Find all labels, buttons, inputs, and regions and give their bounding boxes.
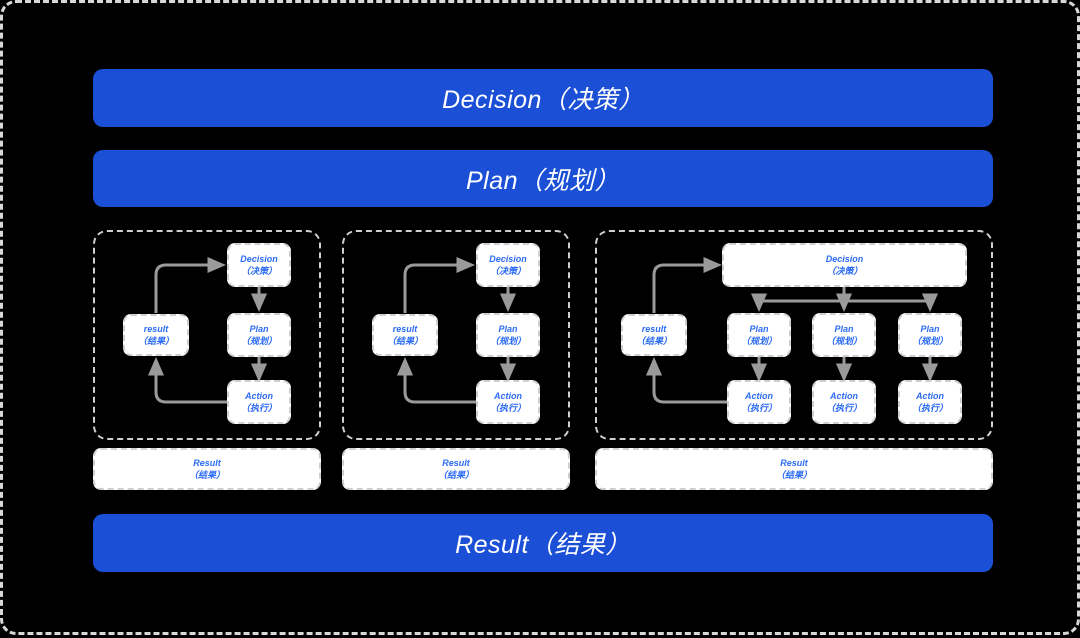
cluster-3-plan-2-en: Plan [834, 324, 854, 334]
footer-bar-result-label: Result（结果） [455, 531, 631, 559]
cluster-3-action-3-en: Action [916, 391, 944, 401]
cluster-panel-2[interactable] [342, 230, 570, 440]
cluster-2-node-plan[interactable]: Plan （规划） [476, 313, 540, 357]
cluster-2-decision-en: Decision [489, 254, 527, 264]
cluster-2-node-result[interactable]: result （结果） [372, 314, 438, 356]
cluster-1-action-en: Action [245, 391, 273, 401]
cluster-1-action-zh: （执行） [240, 403, 277, 413]
cluster-2-plan-en: Plan [498, 324, 518, 334]
cluster-3-node-plan-2[interactable]: Plan （规划） [812, 313, 876, 357]
cluster-3-node-result[interactable]: result （结果） [621, 314, 687, 356]
cluster-2-result-strip[interactable]: Result （结果） [342, 448, 570, 490]
cluster-1-decision-en: Decision [240, 254, 278, 264]
header-bar-plan[interactable]: Plan（规划） [93, 150, 993, 207]
cluster-3-action-1-zh: （执行） [740, 403, 777, 413]
cluster-3-result-strip-zh: （结果） [775, 470, 812, 480]
footer-bar-result[interactable]: Result（结果） [93, 514, 993, 572]
header-bar-decision-label: Decision（决策） [442, 86, 644, 114]
cluster-3-result-strip-en: Result [780, 458, 808, 468]
cluster-1-result-zh: （结果） [137, 336, 174, 346]
cluster-3-node-plan-3[interactable]: Plan （规划） [898, 313, 962, 357]
cluster-3-node-action-3[interactable]: Action （执行） [898, 380, 962, 424]
cluster-3-action-3-zh: （执行） [911, 403, 948, 413]
cluster-1-node-action[interactable]: Action （执行） [227, 380, 291, 424]
cluster-2-result-en: result [392, 324, 418, 334]
cluster-3-node-action-2[interactable]: Action （执行） [812, 380, 876, 424]
cluster-2-action-zh: （执行） [489, 403, 526, 413]
cluster-3-action-1-en: Action [745, 391, 773, 401]
cluster-2-result-strip-en: Result [442, 458, 470, 468]
cluster-3-node-decision[interactable]: Decision （决策） [722, 243, 967, 287]
cluster-3-plan-2-zh: （规划） [825, 336, 862, 346]
cluster-3-result-en: result [641, 324, 667, 334]
cluster-3-plan-1-zh: （规划） [740, 336, 777, 346]
cluster-3-result-zh: （结果） [635, 336, 672, 346]
cluster-1-result-strip-zh: （结果） [188, 470, 225, 480]
cluster-2-plan-zh: （规划） [489, 336, 526, 346]
cluster-3-action-2-zh: （执行） [825, 403, 862, 413]
cluster-2-node-action[interactable]: Action （执行） [476, 380, 540, 424]
cluster-1-result-strip-en: Result [193, 458, 221, 468]
cluster-3-action-2-en: Action [830, 391, 858, 401]
cluster-1-result-strip[interactable]: Result （结果） [93, 448, 321, 490]
cluster-3-plan-3-en: Plan [920, 324, 940, 334]
cluster-2-decision-zh: （决策） [489, 266, 526, 276]
cluster-1-plan-zh: （规划） [240, 336, 277, 346]
cluster-3-decision-en: Decision [825, 254, 864, 264]
cluster-1-node-plan[interactable]: Plan （规划） [227, 313, 291, 357]
cluster-2-result-strip-zh: （结果） [437, 470, 474, 480]
cluster-2-node-decision[interactable]: Decision （决策） [476, 243, 540, 287]
cluster-1-node-result[interactable]: result （结果） [123, 314, 189, 356]
cluster-3-node-action-1[interactable]: Action （执行） [727, 380, 791, 424]
cluster-3-decision-zh: （决策） [826, 266, 863, 276]
cluster-2-result-zh: （结果） [386, 336, 423, 346]
cluster-1-plan-en: Plan [249, 324, 269, 334]
cluster-1-decision-zh: （决策） [240, 266, 277, 276]
cluster-3-result-strip[interactable]: Result （结果） [595, 448, 993, 490]
cluster-3-plan-1-en: Plan [749, 324, 769, 334]
header-bar-decision[interactable]: Decision（决策） [93, 69, 993, 127]
cluster-3-node-plan-1[interactable]: Plan （规划） [727, 313, 791, 357]
cluster-2-action-en: Action [494, 391, 522, 401]
cluster-3-plan-3-zh: （规划） [911, 336, 948, 346]
cluster-1-node-decision[interactable]: Decision （决策） [227, 243, 291, 287]
cluster-panel-3[interactable] [595, 230, 993, 440]
cluster-1-result-en: result [143, 324, 169, 334]
header-bar-plan-label: Plan（规划） [465, 166, 621, 195]
cluster-panel-1[interactable] [93, 230, 321, 440]
